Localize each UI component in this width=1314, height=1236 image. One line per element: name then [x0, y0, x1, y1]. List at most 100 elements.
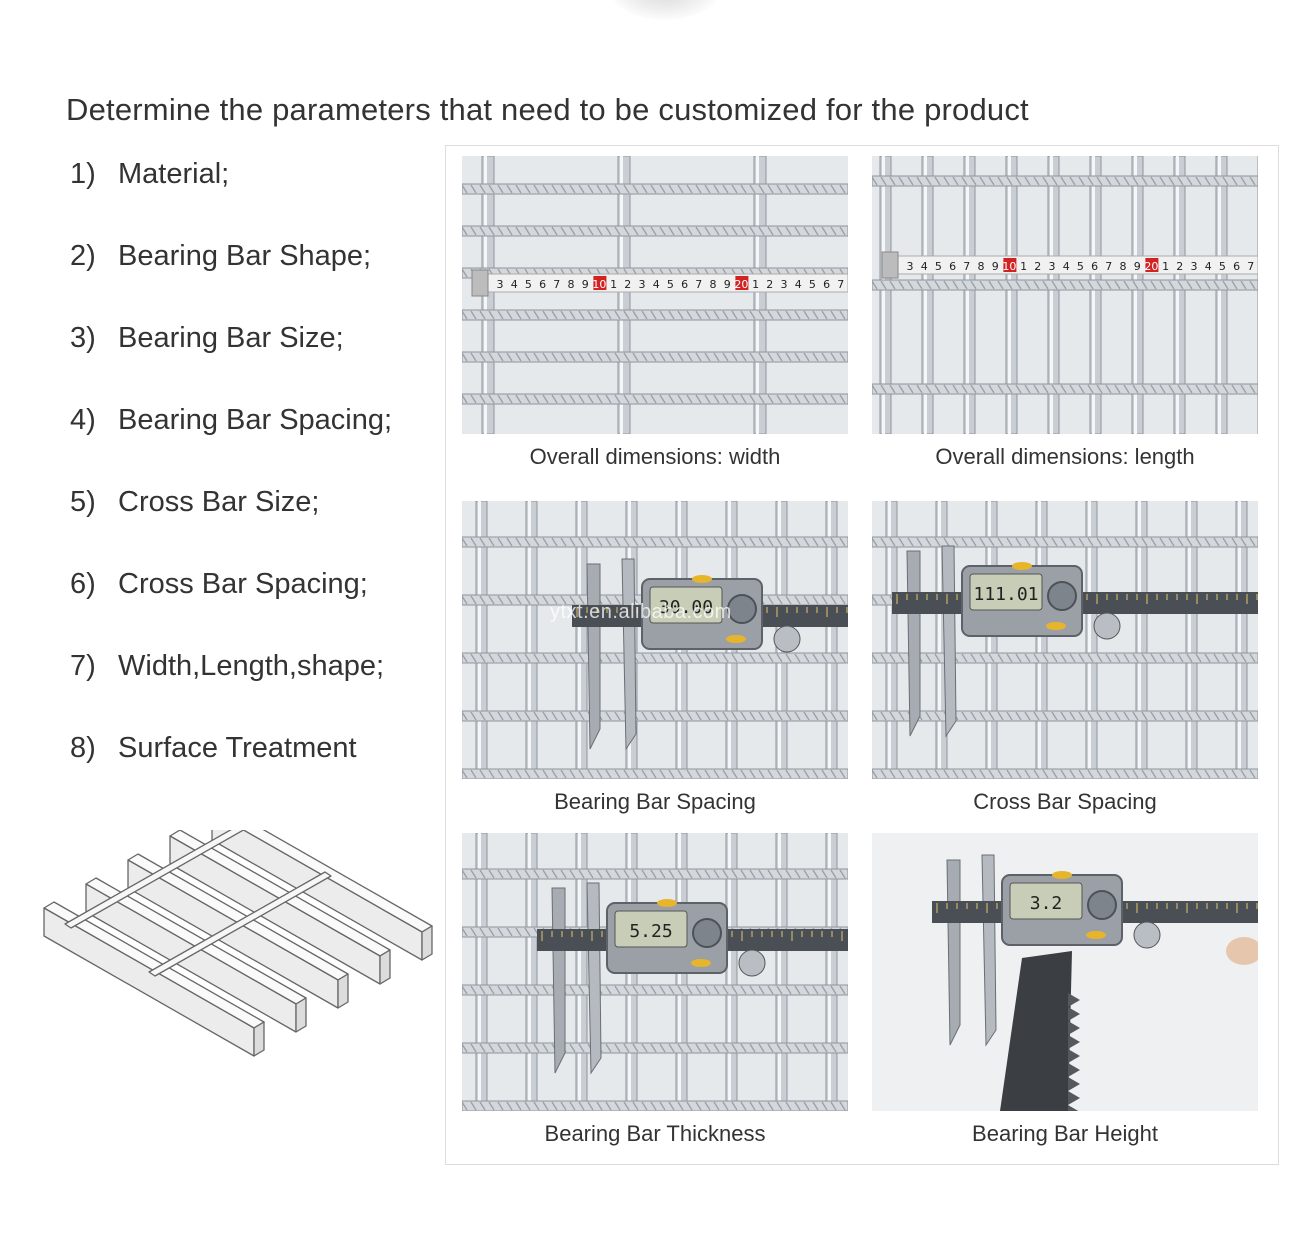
twist-mark [659, 711, 666, 721]
twist-mark [632, 394, 639, 404]
twist-mark [605, 1043, 612, 1053]
twist-mark [1159, 769, 1166, 779]
twist-mark [1123, 653, 1130, 663]
twist-mark [997, 176, 1004, 186]
twist-mark [1051, 384, 1058, 394]
grating-vertical-bar [1005, 156, 1018, 434]
tape-red-marker [593, 276, 607, 290]
grating-vertical-bar [575, 501, 588, 779]
twist-mark [470, 394, 477, 404]
twist-mark [830, 226, 837, 236]
twist-mark [740, 394, 747, 404]
twist-mark [803, 711, 810, 721]
caliper-off-button [691, 959, 711, 967]
grating-cross-bar [872, 175, 1258, 187]
twist-mark [785, 352, 792, 362]
twist-mark [722, 1043, 729, 1053]
twist-mark [641, 310, 648, 320]
twist-mark [488, 310, 495, 320]
twist-mark [1168, 176, 1175, 186]
twist-mark [462, 537, 468, 547]
twist-mark [668, 711, 675, 721]
twist-mark [1006, 653, 1013, 663]
twist-mark [1249, 769, 1256, 779]
bar-serration [1068, 1105, 1079, 1111]
twist-mark [767, 711, 774, 721]
twist-mark [533, 869, 540, 879]
twist-mark [542, 869, 549, 879]
twist-mark [641, 711, 648, 721]
twist-mark [889, 769, 896, 779]
twist-mark [1060, 769, 1067, 779]
grating-caliper-photo: 3.2 [872, 833, 1258, 1111]
twist-mark [803, 869, 810, 879]
twist-mark [578, 310, 585, 320]
twist-mark [758, 352, 765, 362]
twist-mark [776, 769, 783, 779]
twist-mark [1087, 653, 1094, 663]
twist-mark [686, 869, 693, 879]
twist-mark [596, 869, 603, 879]
caliper-zero-button [1012, 562, 1032, 570]
twist-mark [749, 537, 756, 547]
tape-digit: 3 [1191, 260, 1198, 273]
twist-mark [623, 869, 630, 879]
twist-mark [524, 985, 531, 995]
caliper-readout: 5.25 [629, 921, 672, 942]
bar-highlight [828, 501, 831, 779]
twist-mark [524, 927, 531, 937]
twist-mark [506, 1101, 513, 1111]
twist-mark [1015, 280, 1022, 290]
twist-mark [462, 1101, 468, 1111]
twist-mark [1150, 176, 1157, 186]
twist-mark [979, 176, 986, 186]
twist-mark [614, 310, 621, 320]
bearing-bar-end [295, 997, 307, 1033]
twist-mark [1096, 280, 1103, 290]
tape-digit: 1 [1162, 260, 1169, 273]
twist-mark [916, 280, 923, 290]
twist-mark [614, 226, 621, 236]
twist-mark [1069, 653, 1076, 663]
twist-mark [506, 927, 513, 937]
twist-mark [533, 653, 540, 663]
twist-mark [1051, 280, 1058, 290]
twist-mark [713, 769, 720, 779]
twist-mark [1042, 176, 1049, 186]
bar-highlight [1092, 156, 1095, 434]
twist-mark [812, 1101, 819, 1111]
twist-mark [488, 394, 495, 404]
parameter-item-bearing-bar-size: 3)Bearing Bar Size; [70, 322, 344, 355]
twist-mark [587, 310, 594, 320]
twist-mark [560, 869, 567, 879]
grating-vertical-bar [475, 501, 488, 779]
twist-mark [1132, 769, 1139, 779]
twist-mark [695, 310, 702, 320]
twist-mark [659, 985, 666, 995]
twist-mark [668, 184, 675, 194]
twist-mark [623, 1101, 630, 1111]
twist-mark [821, 184, 828, 194]
grating-vertical-bar [475, 833, 488, 1111]
twist-mark [632, 769, 639, 779]
bar-highlight [728, 833, 731, 1111]
twist-mark [1051, 711, 1058, 721]
twist-mark [560, 595, 567, 605]
twist-mark [988, 711, 995, 721]
twist-mark [997, 653, 1004, 663]
twist-mark [1006, 711, 1013, 721]
twist-mark [1195, 653, 1202, 663]
twist-mark [758, 985, 765, 995]
twist-mark [794, 226, 801, 236]
twist-mark [1150, 537, 1157, 547]
twist-mark [731, 184, 738, 194]
twist-mark [614, 1043, 621, 1053]
bar-highlight [1238, 501, 1241, 779]
twist-mark [578, 869, 585, 879]
parameter-item-material: 1)Material; [70, 158, 229, 191]
twist-mark [1132, 384, 1139, 394]
twist-mark [569, 394, 576, 404]
twist-mark [740, 310, 747, 320]
twist-mark [1177, 280, 1184, 290]
